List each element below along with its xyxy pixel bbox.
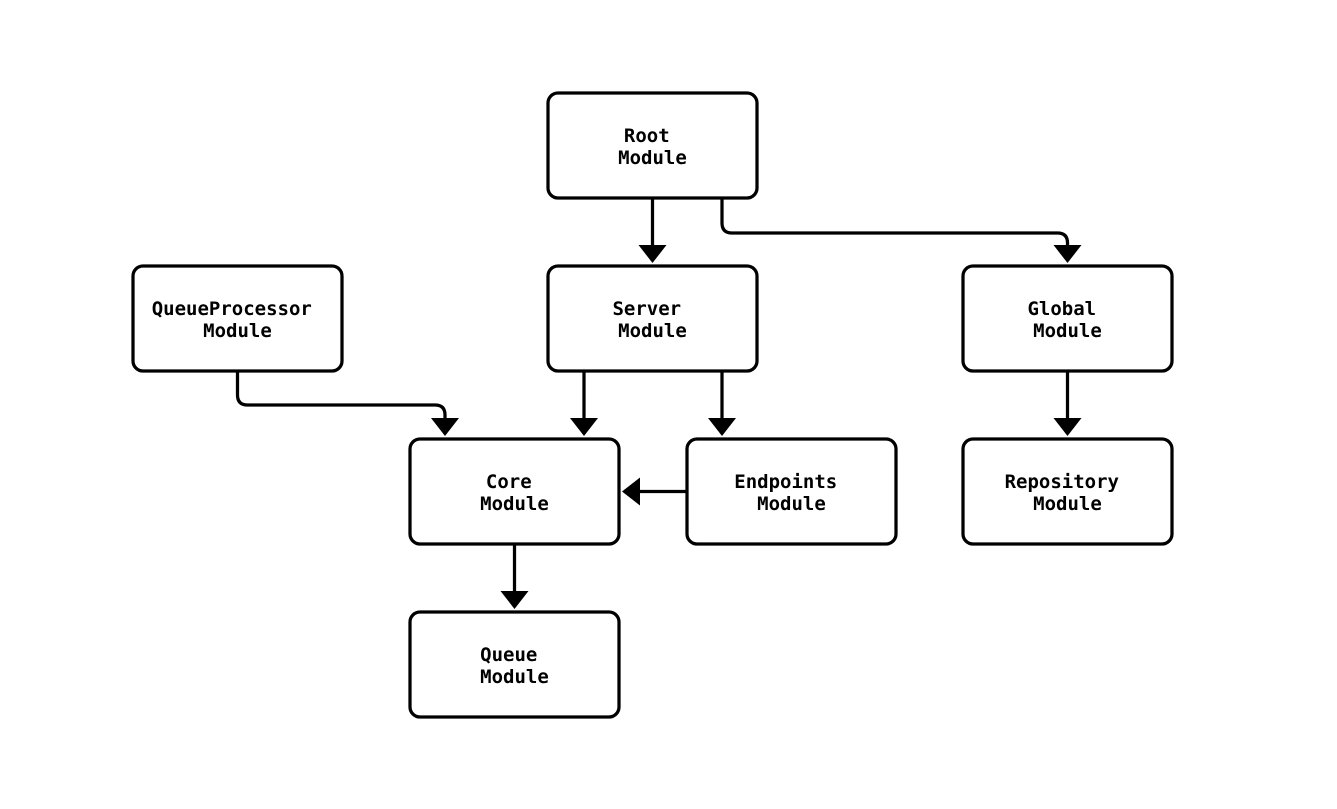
- node-server-module-box: [546, 264, 759, 373]
- node-endpoints-module-box: [685, 437, 898, 546]
- node-queueprocessor-module: QueueProcessor Module: [131, 264, 344, 373]
- node-root-module-box: [546, 91, 759, 200]
- node-endpoints-module-label: Endpoints Module: [734, 471, 848, 515]
- node-queueprocessor-module-label: QueueProcessor Module: [152, 298, 324, 342]
- node-queue-module-label: Queue Module: [480, 644, 549, 688]
- node-queue-module: Queue Module: [408, 610, 621, 719]
- edge-root-to-global: [720, 198, 1082, 263]
- node-core-module-box: [408, 437, 621, 546]
- node-core-module: Core Module: [408, 437, 621, 546]
- edge-queueprocessor-to-core: [235, 371, 459, 436]
- node-queueprocessor-module-box: [131, 264, 344, 373]
- node-endpoints-module: Endpoints Module: [685, 437, 898, 546]
- node-core-module-label: Core Module: [480, 471, 549, 515]
- node-server-module-label: Server Module: [612, 298, 692, 342]
- node-repository-module-box: [961, 437, 1174, 546]
- node-queue-module-box: [408, 610, 621, 719]
- node-repository-module-label: Repository Module: [1005, 471, 1131, 515]
- node-root-module: Root Module: [546, 91, 759, 200]
- node-global-module-label: Global Module: [1027, 298, 1107, 342]
- node-server-module: Server Module: [546, 264, 759, 373]
- node-root-module-label: Root Module: [618, 125, 687, 169]
- node-global-module-box: [961, 264, 1174, 373]
- edges: [235, 198, 1082, 609]
- node-global-module: Global Module: [961, 264, 1174, 373]
- node-repository-module: Repository Module: [961, 437, 1174, 546]
